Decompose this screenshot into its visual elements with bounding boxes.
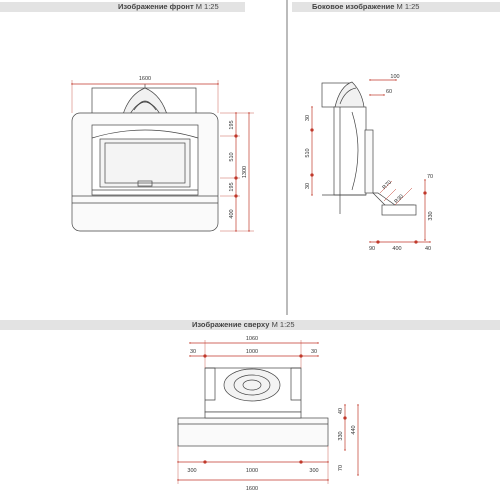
front-glass-door <box>99 138 191 188</box>
side-dim-400: 400 <box>392 246 401 252</box>
top-dim-1060: 1060 <box>246 336 258 342</box>
front-dimensions <box>71 80 254 232</box>
front-dim-195-bottom: 195 <box>229 182 235 191</box>
side-cladding <box>364 129 374 194</box>
side-view-title: Боковое изображение М 1:25 <box>312 2 419 12</box>
front-dim-195-top: 195 <box>229 120 235 129</box>
side-hood <box>334 81 365 108</box>
top-flue-collar <box>223 368 281 402</box>
side-dim-r30: R30 <box>394 194 405 205</box>
side-dim-30-top: 30 <box>305 115 311 121</box>
top-dim-70: 70 <box>338 465 344 471</box>
top-dim-30-left: 30 <box>190 349 196 355</box>
side-dim-70: 70 <box>427 174 433 180</box>
side-view-title-text: Боковое изображение <box>312 2 395 11</box>
side-dim-90: 90 <box>369 246 375 252</box>
side-dim-60: 60 <box>386 89 392 95</box>
top-view-title-text: Изображение сверху <box>192 320 270 329</box>
top-dim-1600: 1600 <box>246 486 258 492</box>
side-dim-r70: R70 <box>382 180 393 191</box>
front-dim-400: 400 <box>229 209 235 218</box>
side-dim-100: 100 <box>390 74 399 80</box>
top-title-bar <box>0 320 500 330</box>
top-dim-40: 40 <box>338 408 344 414</box>
side-dim-40: 40 <box>425 246 431 252</box>
front-dim-1300: 1300 <box>242 166 248 178</box>
top-dim-300-right: 300 <box>309 468 318 474</box>
top-dim-300-left: 300 <box>187 468 196 474</box>
top-dim-1000-bottom: 1000 <box>246 468 258 474</box>
front-view-title: Изображение фронт М 1:25 <box>118 2 219 12</box>
side-view <box>321 81 417 216</box>
front-hood <box>121 87 169 119</box>
top-cladding <box>177 417 329 447</box>
side-view-scale: М 1:25 <box>396 2 420 11</box>
side-dim-30-bottom: 30 <box>305 183 311 189</box>
side-dim-510: 510 <box>305 148 311 157</box>
top-view <box>177 367 329 447</box>
top-view-title: Изображение сверху М 1:25 <box>192 320 295 330</box>
front-view-scale: М 1:25 <box>195 2 219 11</box>
front-view-title-text: Изображение фронт <box>118 2 194 11</box>
front-dim-510: 510 <box>229 152 235 161</box>
side-title-bar <box>292 2 500 12</box>
side-firebox <box>333 106 367 196</box>
side-dimensions <box>310 79 431 244</box>
top-dimensions <box>177 340 359 484</box>
top-dim-440: 440 <box>351 425 357 434</box>
top-dim-30-right: 30 <box>311 349 317 355</box>
side-dim-330: 330 <box>428 211 434 220</box>
front-title-bar <box>0 2 245 12</box>
front-view <box>71 84 219 232</box>
top-view-scale: М 1:25 <box>271 320 295 329</box>
top-dim-330: 330 <box>338 431 344 440</box>
top-dim-1000: 1000 <box>246 349 258 355</box>
front-dim-width: 1600 <box>139 76 151 82</box>
top-front-strip <box>204 411 302 419</box>
